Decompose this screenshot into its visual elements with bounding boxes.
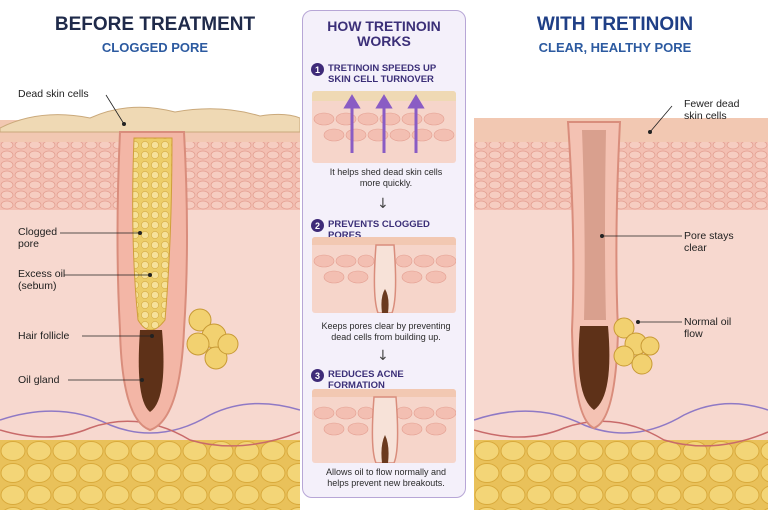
center-title: HOW TRETINOIN WORKS: [303, 19, 465, 49]
clogged-pore-illustration: [0, 0, 300, 512]
arrow-down-icon: ↓: [377, 349, 389, 363]
step-3-title: REDUCES ACNE FORMATION: [328, 369, 461, 391]
step-2-description: Keeps pores clear by preventing dead cel…: [311, 321, 461, 343]
how-tretinoin-works-panel: HOW TRETINOIN WORKS 1 TRETINOIN SPEEDS U…: [302, 10, 466, 498]
label-hair-follicle: Hair follicle: [18, 330, 69, 342]
label-dead-skin-cells: Dead skin cells: [18, 88, 89, 100]
step-3-number: 3: [311, 369, 324, 382]
label-oil-gland: Oil gland: [18, 374, 59, 386]
label-clogged-pore: Clogged pore: [18, 226, 57, 250]
step-3-header: 3 REDUCES ACNE FORMATION: [311, 369, 461, 391]
step-1-number: 1: [311, 63, 324, 76]
label-pore-stays-clear: Pore stays clear: [684, 230, 734, 254]
label-normal-oil-flow: Normal oil flow: [684, 316, 731, 340]
step-1-description: It helps shed dead skin cells more quick…: [311, 167, 461, 189]
step-3-description: Allows oil to flow normally and helps pr…: [311, 467, 461, 489]
step-1-header: 1 TRETINOIN SPEEDS UP SKIN CELL TURNOVER: [311, 63, 461, 85]
clear-pore-illustration: [312, 237, 456, 313]
label-excess-oil: Excess oil (sebum): [18, 268, 65, 292]
step-2-number: 2: [311, 219, 324, 232]
arrow-down-icon: ↓: [377, 197, 389, 211]
label-fewer-dead-skin-cells: Fewer dead skin cells: [684, 98, 739, 122]
step-1-title: TRETINOIN SPEEDS UP SKIN CELL TURNOVER: [328, 63, 436, 85]
cell-turnover-illustration: [312, 91, 456, 163]
normal-oil-flow-illustration: [312, 389, 456, 463]
healthy-pore-illustration: [474, 0, 768, 512]
